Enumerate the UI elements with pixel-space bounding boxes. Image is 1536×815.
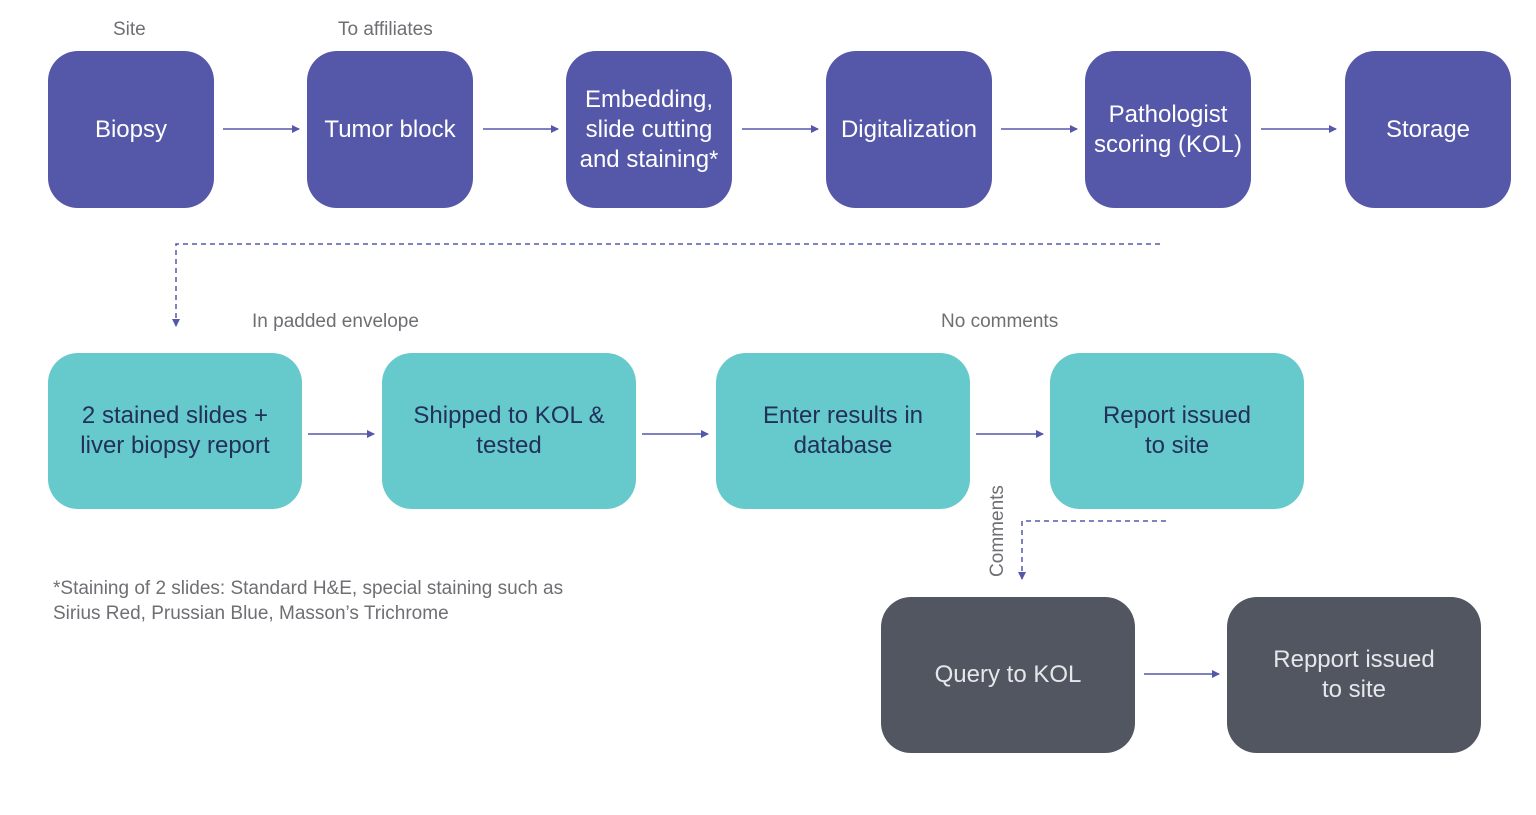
- step-digitalization-text: Digitalization: [840, 115, 978, 143]
- step-tumor-block: Tumor block: [307, 51, 473, 208]
- dashed-link-row1-to-row2: [172, 243, 1160, 327]
- step-repport-issued-text: Repport issued to site: [1273, 646, 1435, 703]
- label-in-padded-envelope: In padded envelope: [252, 311, 419, 332]
- step-tumor-block-text: Tumor block: [324, 115, 456, 143]
- footnote: *Staining of 2 slides: Standard H&E, spe…: [53, 578, 564, 624]
- step-pathologist-scoring: Pathologist scoring (KOL): [1085, 51, 1251, 208]
- label-comments: Comments: [987, 485, 1008, 577]
- step-digitalization: Digitalization: [826, 51, 992, 208]
- dashed-link-report-to-query: [1018, 520, 1166, 580]
- step-biopsy-text: Biopsy: [94, 115, 168, 143]
- step-enter-results-text: Enter results in database: [762, 402, 924, 459]
- step-stained-slides: 2 stained slides + liver biopsy report: [48, 353, 302, 509]
- step-repport-issued: Repport issued to site: [1227, 597, 1481, 753]
- step-stained-slides-text: 2 stained slides + liver biopsy report: [80, 402, 270, 459]
- label-to-affiliates: To affiliates: [338, 19, 433, 40]
- step-report-issued-text: Report issued to site: [1102, 402, 1252, 459]
- step-biopsy: Biopsy: [48, 51, 214, 208]
- step-embedding-text: Embedding, slide cutting and staining*: [579, 85, 719, 173]
- label-site: Site: [113, 19, 146, 40]
- step-storage-text: Storage: [1385, 115, 1471, 143]
- step-shipped-to-kol-text: Shipped to KOL & tested: [413, 402, 605, 459]
- step-storage: Storage: [1345, 51, 1511, 208]
- step-enter-results: Enter results in database: [716, 353, 970, 509]
- step-pathologist-scoring-text: Pathologist scoring (KOL): [1093, 100, 1243, 158]
- step-embedding: Embedding, slide cutting and staining*: [566, 51, 732, 208]
- step-query-to-kol: Query to KOL: [881, 597, 1135, 753]
- step-query-to-kol-text: Query to KOL: [934, 661, 1082, 688]
- step-report-issued: Report issued to site: [1050, 353, 1304, 509]
- step-shipped-to-kol: Shipped to KOL & tested: [382, 353, 636, 509]
- label-no-comments: No comments: [941, 311, 1059, 332]
